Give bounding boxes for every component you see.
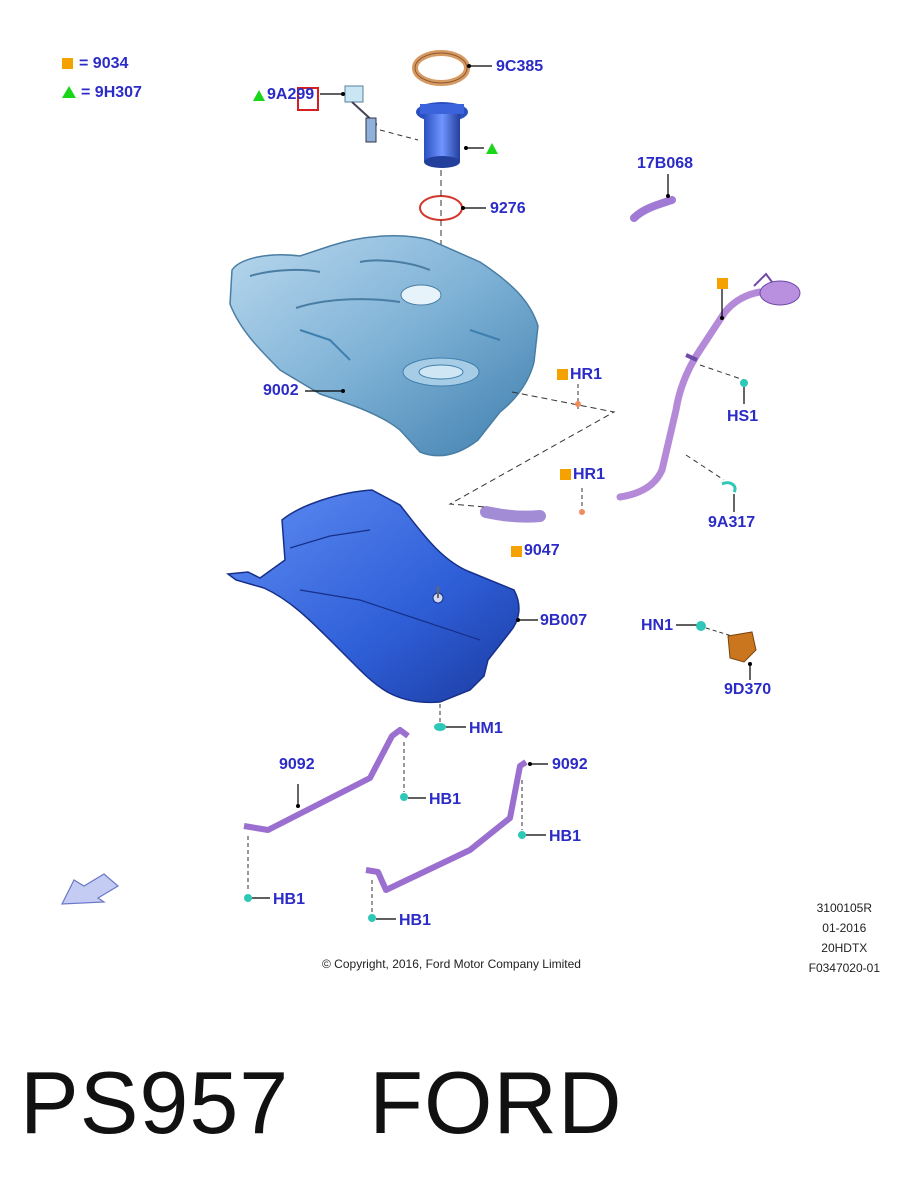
label-9047: 9047 [524, 542, 560, 559]
legend-square-code: 9034 [92, 55, 129, 72]
o-ring-part [419, 195, 486, 221]
square-marker-icon [560, 469, 571, 480]
label-hs1: HS1 [727, 408, 759, 425]
part-number: PS957 [20, 1053, 290, 1152]
legend-eq: = [81, 84, 91, 101]
triangle-marker-icon [253, 90, 265, 101]
label-hb1: HB1 [399, 912, 432, 929]
tank-strap-left-part [243, 727, 410, 833]
lock-ring-part [412, 50, 492, 86]
grommet-hm1-part [434, 704, 466, 731]
drawing-metadata: 3100105R 01-2016 20HDTX F0347020-01 [809, 898, 880, 978]
square-marker-icon [511, 546, 522, 557]
label-hb1: HB1 [273, 891, 306, 908]
highlight-box [297, 87, 319, 111]
heat-shield-part [226, 489, 538, 704]
square-marker-icon [557, 369, 568, 380]
brand-name: FORD [369, 1053, 623, 1152]
square-marker-icon [62, 58, 73, 69]
copyright-text: © Copyright, 2016, Ford Motor Company Li… [322, 957, 581, 971]
filler-pipe-part [480, 272, 801, 523]
legend-triangle-code: 9H307 [94, 84, 142, 101]
label-hb1: HB1 [549, 828, 582, 845]
label-9a317: 9A317 [708, 514, 756, 531]
fuel-level-sender-part [320, 85, 419, 143]
label-9002: 9002 [263, 382, 299, 399]
caption: PS957 FORD [20, 1048, 623, 1168]
exploded-parts-diagram [61, 50, 801, 922]
label-hr1-lower: HR1 [573, 466, 606, 483]
bracket-9d370-part [727, 631, 757, 680]
tank-strap-right-part [365, 759, 548, 893]
direction-arrow-icon [61, 873, 120, 905]
fuel-pump-module-part [416, 102, 484, 168]
meta-line: 01-2016 [822, 921, 867, 935]
vent-tube-part [630, 174, 676, 222]
label-9c385: 9C385 [496, 58, 544, 75]
fuel-tank-part [229, 234, 539, 457]
bolts-hb1-part [244, 742, 546, 922]
screw-hs1-part [740, 379, 748, 404]
triangle-marker-icon [486, 143, 498, 154]
meta-line: 20HDTX [821, 941, 868, 955]
label-hb1: HB1 [429, 791, 462, 808]
label-hm1: HM1 [469, 720, 503, 737]
square-marker-icon [717, 278, 728, 289]
legend-triangle-row: = 9H307 [62, 84, 142, 102]
label-17b068: 17B068 [637, 155, 694, 172]
meta-line: 3100105R [816, 901, 872, 915]
clip-9a317-part [721, 481, 737, 512]
label-9276: 9276 [490, 200, 526, 217]
label-9092-right: 9092 [552, 756, 588, 773]
label-9b007: 9B007 [540, 612, 588, 629]
label-hn1: HN1 [641, 617, 674, 634]
legend-square-row: = 9034 [62, 55, 128, 73]
label-9a299: 9A299 [267, 86, 315, 103]
hose-clamp-part [575, 401, 581, 407]
triangle-marker-icon [62, 86, 76, 98]
label-9d370: 9D370 [724, 681, 772, 698]
label-9092-left: 9092 [279, 756, 315, 773]
nut-hn1-part [676, 621, 733, 637]
hose-clamp-part [579, 509, 585, 515]
label-hr1-upper: HR1 [570, 366, 603, 383]
meta-line: F0347020-01 [808, 961, 880, 975]
legend-eq: = [79, 55, 89, 72]
